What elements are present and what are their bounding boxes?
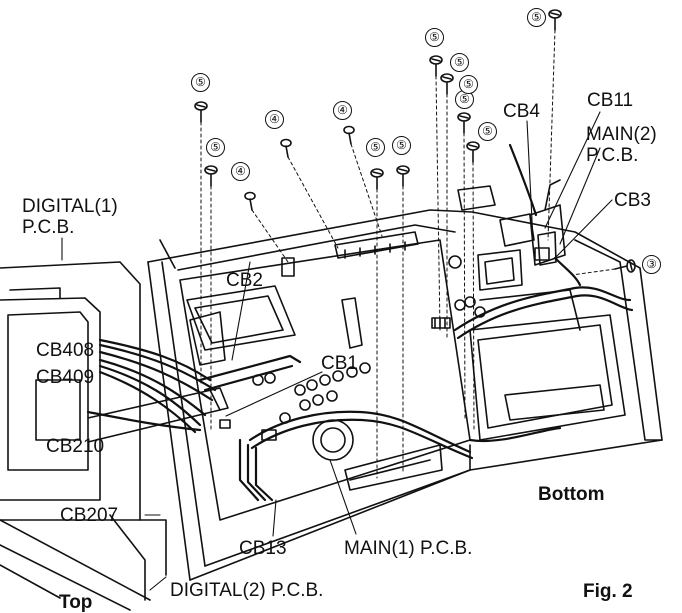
cb2-label: CB2 bbox=[226, 270, 263, 291]
screw-callout: ④ bbox=[333, 101, 352, 120]
ribbon-cable bbox=[87, 387, 229, 443]
cb210-label: CB210 bbox=[46, 436, 105, 457]
screw-axis-lines bbox=[200, 29, 616, 479]
screw-callout: ⑤ bbox=[425, 28, 444, 47]
top-label: Top bbox=[59, 592, 93, 613]
main2-pcb-label: MAIN(2) P.C.B. bbox=[586, 124, 657, 166]
leader-lines bbox=[61, 111, 613, 591]
cb207-label: CB207 bbox=[60, 505, 119, 526]
figure-number: Fig. 2 bbox=[583, 581, 633, 602]
main1-pcb-outline bbox=[179, 231, 471, 521]
cb1-label: CB1 bbox=[321, 353, 358, 374]
main1-components bbox=[252, 255, 486, 424]
screw-callout: ⑤ bbox=[366, 138, 385, 157]
wire-harnesses bbox=[86, 143, 634, 502]
cb4-label: CB4 bbox=[503, 101, 540, 122]
screw-callout: ⑤ bbox=[450, 53, 469, 72]
connector-markers bbox=[219, 247, 550, 441]
screw-callout: ⑤ bbox=[206, 138, 225, 157]
screw-callout: ③ bbox=[642, 255, 661, 274]
screw-callout: ⑤ bbox=[459, 75, 478, 94]
digital1-pcb-label: DIGITAL(1) P.C.B. bbox=[22, 196, 118, 238]
bottom-label: Bottom bbox=[538, 484, 605, 505]
screws bbox=[194, 9, 636, 273]
digital2-pcb-label: DIGITAL(2) P.C.B. bbox=[170, 580, 324, 601]
main2-pcb-outline bbox=[499, 179, 566, 266]
cb3-label: CB3 bbox=[614, 190, 651, 211]
screw-callout: ⑤ bbox=[478, 122, 497, 141]
screw-callout: ④ bbox=[231, 162, 250, 181]
cb409-label: CB409 bbox=[36, 367, 95, 388]
screw-callout: ⑤ bbox=[392, 136, 411, 155]
main1-pcb-label: MAIN(1) P.C.B. bbox=[344, 538, 473, 559]
screw-callout: ④ bbox=[265, 110, 284, 129]
chassis-tray bbox=[147, 209, 663, 581]
cb408-label: CB408 bbox=[36, 340, 95, 361]
cb13-label: CB13 bbox=[239, 538, 287, 559]
cb11-label: CB11 bbox=[587, 90, 634, 111]
screw-callout: ⑤ bbox=[191, 73, 210, 92]
digital-pcb-panels bbox=[0, 261, 167, 611]
screw-callout: ⑤ bbox=[527, 8, 546, 27]
